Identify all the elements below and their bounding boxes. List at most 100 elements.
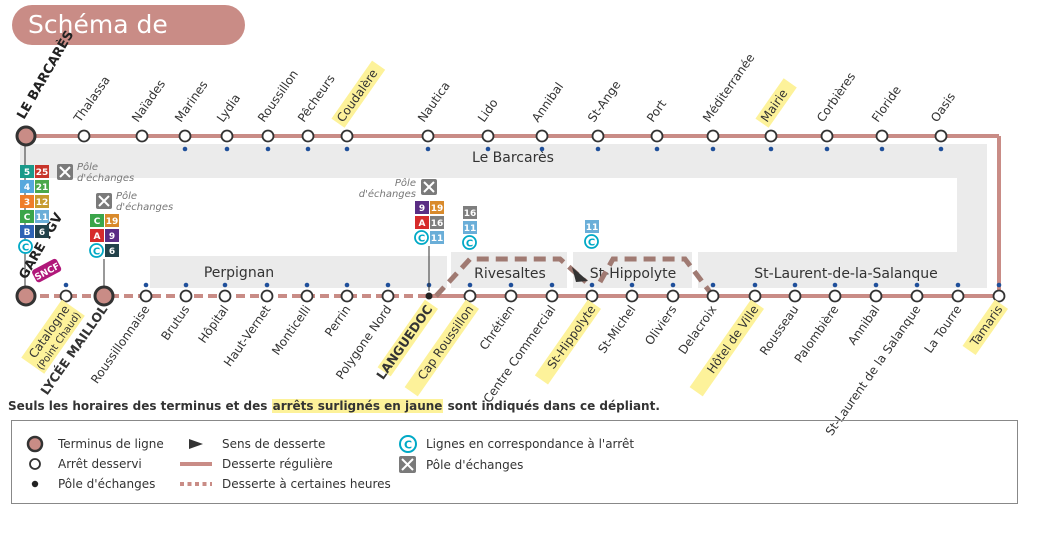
highlight-box <box>755 78 797 128</box>
line-badge <box>20 225 34 238</box>
line-badge-label: 9 <box>109 232 115 242</box>
stop-label: Annibal <box>529 80 566 125</box>
zone-band-rivesaltes <box>451 252 567 288</box>
stop-label: Monticelli <box>269 303 313 358</box>
stop-marker <box>178 129 192 143</box>
stop-dot <box>344 146 350 152</box>
line-badge <box>90 229 104 242</box>
line-badge <box>105 229 119 242</box>
stop-dot <box>508 282 514 288</box>
stop-marker <box>218 289 232 303</box>
line-badge-label: B <box>24 228 31 238</box>
line-badge <box>415 216 429 229</box>
stop-marker <box>875 129 889 143</box>
stop-marker <box>220 129 234 143</box>
line-badge <box>430 231 444 244</box>
stop-dot <box>654 146 660 152</box>
highlight-box <box>689 299 764 397</box>
stop-dot <box>792 282 798 288</box>
line-badge-label: 11 <box>36 213 49 223</box>
pole-label: Pôle <box>77 161 98 173</box>
stop-dot <box>467 282 473 288</box>
schedule-note: Seuls les horaires des terminus et des a… <box>8 399 660 413</box>
legend-terminus: Terminus de ligne <box>58 437 164 451</box>
line-badge-label: 11 <box>586 223 599 233</box>
stop-marker <box>301 129 315 143</box>
line-badge-label: 19 <box>431 204 444 214</box>
stop-label: Port <box>644 97 669 125</box>
stop-marker <box>706 129 720 143</box>
zone-band-perpignan <box>150 256 447 288</box>
stop-marker <box>788 289 802 303</box>
highlight-box <box>404 299 479 397</box>
line-badge <box>105 214 119 227</box>
line-badge <box>90 214 104 227</box>
line-badge <box>35 195 49 208</box>
pole-label: d'échanges <box>77 172 134 184</box>
line-badge <box>35 165 49 178</box>
pole-label: Pôle <box>116 190 137 202</box>
line-badge-label: 21 <box>36 183 49 193</box>
highlight-box <box>534 299 601 385</box>
stop-label: Centre Commercial <box>481 303 559 406</box>
stop-dot <box>485 146 491 152</box>
line-badge <box>35 225 49 238</box>
stop-marker <box>481 129 495 143</box>
correspondence-icon-label: C <box>466 239 473 250</box>
line-badge-label: 6 <box>109 247 115 257</box>
stop-label: Corbières <box>814 70 858 125</box>
line-badge <box>463 206 477 219</box>
zone-label: Rivesaltes <box>474 266 546 282</box>
pole-exchange-glyph <box>98 195 110 207</box>
correspondence-icon-label: C <box>22 243 29 254</box>
stop-marker <box>421 129 435 143</box>
stop-dot <box>425 146 431 152</box>
stop-dot <box>879 146 885 152</box>
stop-marker <box>706 289 720 303</box>
legend-symbols: C <box>26 435 417 488</box>
line-badge <box>430 216 444 229</box>
stop-marker <box>992 289 1006 303</box>
highlight-box <box>962 299 1008 356</box>
line-badge <box>430 201 444 214</box>
stop-marker <box>951 289 965 303</box>
direction-arrow-icon <box>189 439 203 449</box>
stop-label: Floride <box>869 83 904 125</box>
stop-marker <box>545 289 559 303</box>
stop-marker <box>463 289 477 303</box>
stop-marker <box>934 129 948 143</box>
direction-arrow-icon <box>572 267 588 282</box>
served-stop-symbol <box>29 458 41 470</box>
stop-label: Coudalère <box>334 67 381 125</box>
stop-marker <box>828 289 842 303</box>
stop-label: Thalassa <box>70 73 112 125</box>
zone-label: Perpignan <box>204 265 274 281</box>
legend-direction: Sens de desserte <box>222 437 326 451</box>
stop-marker <box>591 129 605 143</box>
stop-dot <box>182 146 188 152</box>
line-badge-label: 6 <box>39 228 45 238</box>
line-badge-label: 16 <box>431 219 444 229</box>
line-badge-label: 11 <box>431 234 444 244</box>
stop-marker <box>748 289 762 303</box>
line-badge-label: 12 <box>36 198 49 208</box>
line-badge-label: A <box>94 232 101 242</box>
stop-marker <box>504 289 518 303</box>
stop-label: St-Ange <box>585 78 624 125</box>
stop-marker <box>910 289 924 303</box>
stop-dot <box>304 282 310 288</box>
pole-dot-symbol <box>31 480 39 488</box>
stop-marker <box>340 289 354 303</box>
terminus-marker <box>15 285 37 307</box>
stop-label: Lido <box>475 96 501 124</box>
legend-pole-icon: Pôle d'échanges <box>426 458 524 472</box>
stop-marker <box>820 129 834 143</box>
stop-label: Lydia <box>214 91 243 124</box>
stop-dot <box>710 282 716 288</box>
stop-marker <box>300 289 314 303</box>
stop-label: Tamaris <box>967 303 1006 350</box>
stop-dot <box>832 282 838 288</box>
terminus-symbol <box>26 435 44 453</box>
line-badge <box>415 201 429 214</box>
stop-marker <box>666 289 680 303</box>
